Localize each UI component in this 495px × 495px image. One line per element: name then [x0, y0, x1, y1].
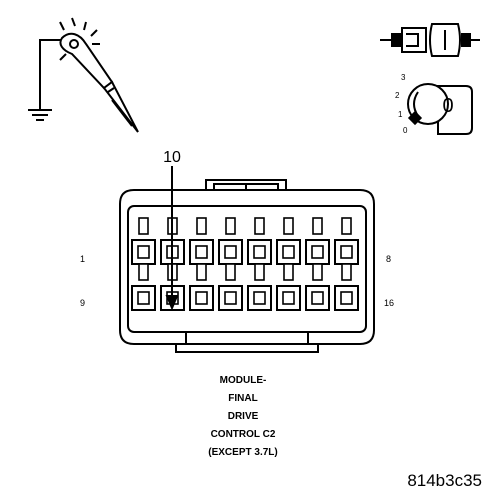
pin-label-1: 1 [80, 254, 85, 264]
test-probe-icon [28, 17, 139, 133]
caption-line-3: DRIVE [228, 411, 259, 422]
pin-label-8: 8 [386, 254, 391, 264]
pin-cavity-15 [305, 263, 330, 311]
caption-line-2: FINAL [228, 393, 257, 404]
pin-cavity-9 [131, 263, 156, 311]
pin-cavity-12 [218, 263, 243, 311]
key-position-1: 1 [398, 110, 403, 119]
caption-line-4: CONTROL C2 [211, 429, 276, 440]
pin-label-9: 9 [80, 298, 85, 308]
pin-cavity-8 [334, 217, 359, 265]
pin-cavity-4 [218, 217, 243, 265]
pin-cavity-13 [247, 263, 272, 311]
connector-plug-icon [380, 23, 480, 57]
key-position-2: 2 [395, 91, 400, 100]
pin-cavity-3 [189, 217, 214, 265]
key-position-0: 0 [403, 126, 408, 135]
caption-line-5: (EXCEPT 3.7L) [208, 447, 277, 458]
caption-line-1: MODULE- [220, 375, 267, 386]
callout-pin-number: 10 [163, 149, 181, 166]
pin-cavity-11 [189, 263, 214, 311]
connector-caption: MODULE- FINAL DRIVE CONTROL C2 (EXCEPT 3… [208, 375, 277, 458]
ignition-key-icon [407, 83, 473, 135]
pin-cavity-7 [305, 217, 330, 265]
key-position-3: 3 [401, 73, 406, 82]
pin-label-16: 16 [384, 298, 394, 308]
pin-cavity-14 [276, 263, 301, 311]
connector-housing [119, 179, 375, 353]
figure-id: 814b3c35 [407, 471, 482, 490]
key-cylinder-label: 0 [442, 95, 453, 117]
pin-callout-arrow [165, 166, 179, 311]
pin-cavity-16 [334, 263, 359, 311]
pin-grid [131, 217, 359, 311]
